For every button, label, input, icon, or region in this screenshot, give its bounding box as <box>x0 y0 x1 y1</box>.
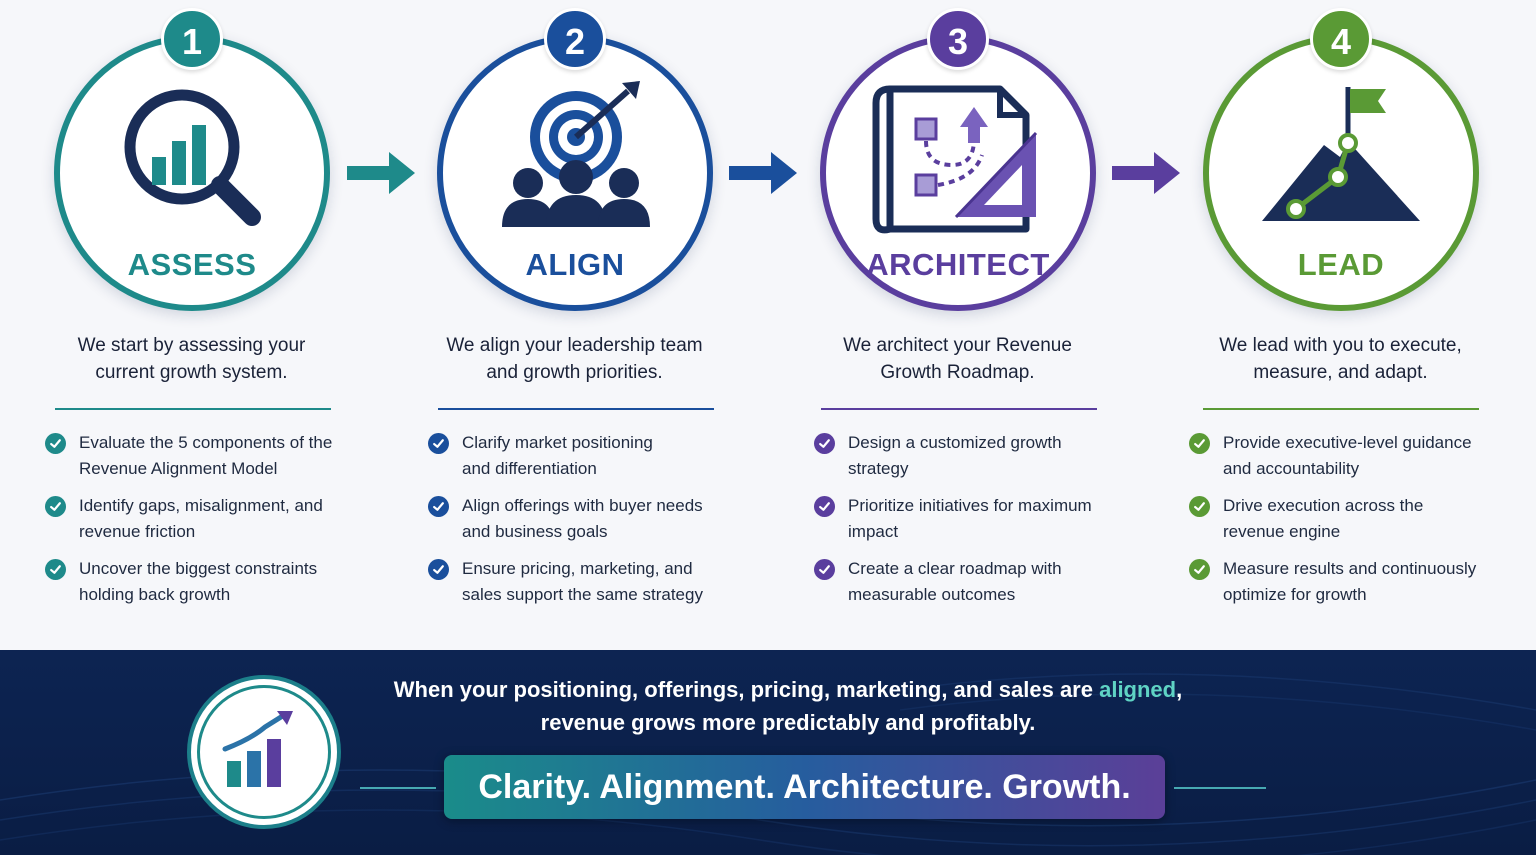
list-item: Evaluate the 5 components of the Revenue… <box>45 430 332 482</box>
check-icon <box>428 559 449 580</box>
list-item: Align offerings with buyer needs and bus… <box>428 493 703 545</box>
description-line: We architect your Revenue <box>843 335 1072 356</box>
description-line: and growth priorities. <box>486 362 663 383</box>
tagline-banner: Clarity. Alignment. Architecture. Growth… <box>444 755 1165 819</box>
check-icon <box>45 559 66 580</box>
check-icon <box>45 433 66 454</box>
list-item: Design a customized growth strategy <box>814 430 1092 482</box>
check-icon <box>45 496 66 517</box>
list-item: Provide executive-level guidance and acc… <box>1189 430 1476 482</box>
footer-banner: When your positioning, offerings, pricin… <box>0 650 1536 855</box>
list-item: Identify gaps, misalignment, and revenue… <box>45 493 332 545</box>
mountain-flag-icon <box>1262 87 1420 221</box>
step-number-badge: 1 <box>161 8 223 70</box>
list-item: Clarify market positioning and different… <box>428 430 703 482</box>
check-icon <box>814 559 835 580</box>
check-icon <box>1189 433 1210 454</box>
highlight-aligned: aligned <box>1099 677 1177 702</box>
target-team-icon <box>502 81 650 227</box>
step-title: ARCHITECT <box>866 247 1050 282</box>
step-divider <box>1203 408 1479 410</box>
footer-badge <box>187 675 341 829</box>
list-item: Prioritize initiatives for maximum impac… <box>814 493 1092 545</box>
step-architect: 3 ARCHITECT We architect your Revenue Gr… <box>766 0 1149 650</box>
tagline-rule-left <box>360 787 436 789</box>
check-icon <box>428 433 449 454</box>
step-title: ALIGN <box>525 247 625 282</box>
footer-message-line2: revenue grows more predictably and profi… <box>540 710 1036 735</box>
step-description: We architect your Revenue Growth Roadmap… <box>786 332 1129 386</box>
step-number-badge: 3 <box>927 8 989 70</box>
growth-chart-icon <box>222 711 293 787</box>
arrow-right-icon <box>347 152 415 194</box>
tagline-rule-right <box>1174 787 1266 789</box>
step-divider <box>821 408 1097 410</box>
step-bullets: Clarify market positioning and different… <box>428 430 703 619</box>
list-item: Create a clear roadmap with measurable o… <box>814 556 1092 608</box>
step-circle: LEAD <box>1203 35 1479 311</box>
arrow-right-icon <box>1112 152 1180 194</box>
step-description: We start by assessing your current growt… <box>20 332 363 386</box>
check-icon <box>814 496 835 517</box>
process-steps: 1 ASSESS We start by assessing your curr… <box>0 0 1532 650</box>
description-line: We lead with you to execute, <box>1219 335 1462 356</box>
magnifier-bar-chart-icon <box>124 89 261 226</box>
step-title: LEAD <box>1297 247 1385 282</box>
footer-message-line1: When your positioning, offerings, pricin… <box>393 677 1183 702</box>
step-align: 2 ALIGN We align your leadership team <box>383 0 766 650</box>
step-bullets: Provide executive-level guidance and acc… <box>1189 430 1476 619</box>
list-item: Drive execution across the revenue engin… <box>1189 493 1476 545</box>
step-description: We align your leadership team and growth… <box>403 332 746 386</box>
step-circle: ASSESS <box>54 35 330 311</box>
description-line: We start by assessing your <box>77 335 306 356</box>
description-line: Growth Roadmap. <box>880 362 1035 383</box>
description-line: current growth system. <box>95 362 288 383</box>
step-divider <box>438 408 714 410</box>
description-line: We align your leadership team <box>446 335 703 356</box>
check-icon <box>814 433 835 454</box>
check-icon <box>1189 496 1210 517</box>
step-lead: 4 LEAD We lead with you to execute, meas… <box>1149 0 1532 650</box>
list-item: Measure results and continuously optimiz… <box>1189 556 1476 608</box>
description-line: measure, and adapt. <box>1253 362 1428 383</box>
check-icon <box>428 496 449 517</box>
step-circle: ARCHITECT <box>820 35 1096 311</box>
step-number-badge: 2 <box>544 8 606 70</box>
step-number-badge: 4 <box>1310 8 1372 70</box>
step-title: ASSESS <box>127 247 257 282</box>
list-item: Ensure pricing, marketing, and sales sup… <box>428 556 703 608</box>
arrow-right-icon <box>729 152 797 194</box>
list-item: Uncover the biggest constraints holding … <box>45 556 332 608</box>
step-bullets: Design a customized growth strategy Prio… <box>814 430 1092 619</box>
check-icon <box>1189 559 1210 580</box>
step-description: We lead with you to execute, measure, an… <box>1169 332 1512 386</box>
step-assess: 1 ASSESS We start by assessing your curr… <box>0 0 383 650</box>
blueprint-icon <box>872 85 1038 234</box>
step-bullets: Evaluate the 5 components of the Revenue… <box>45 430 332 619</box>
step-divider <box>55 408 331 410</box>
step-circle: ALIGN <box>437 35 713 311</box>
